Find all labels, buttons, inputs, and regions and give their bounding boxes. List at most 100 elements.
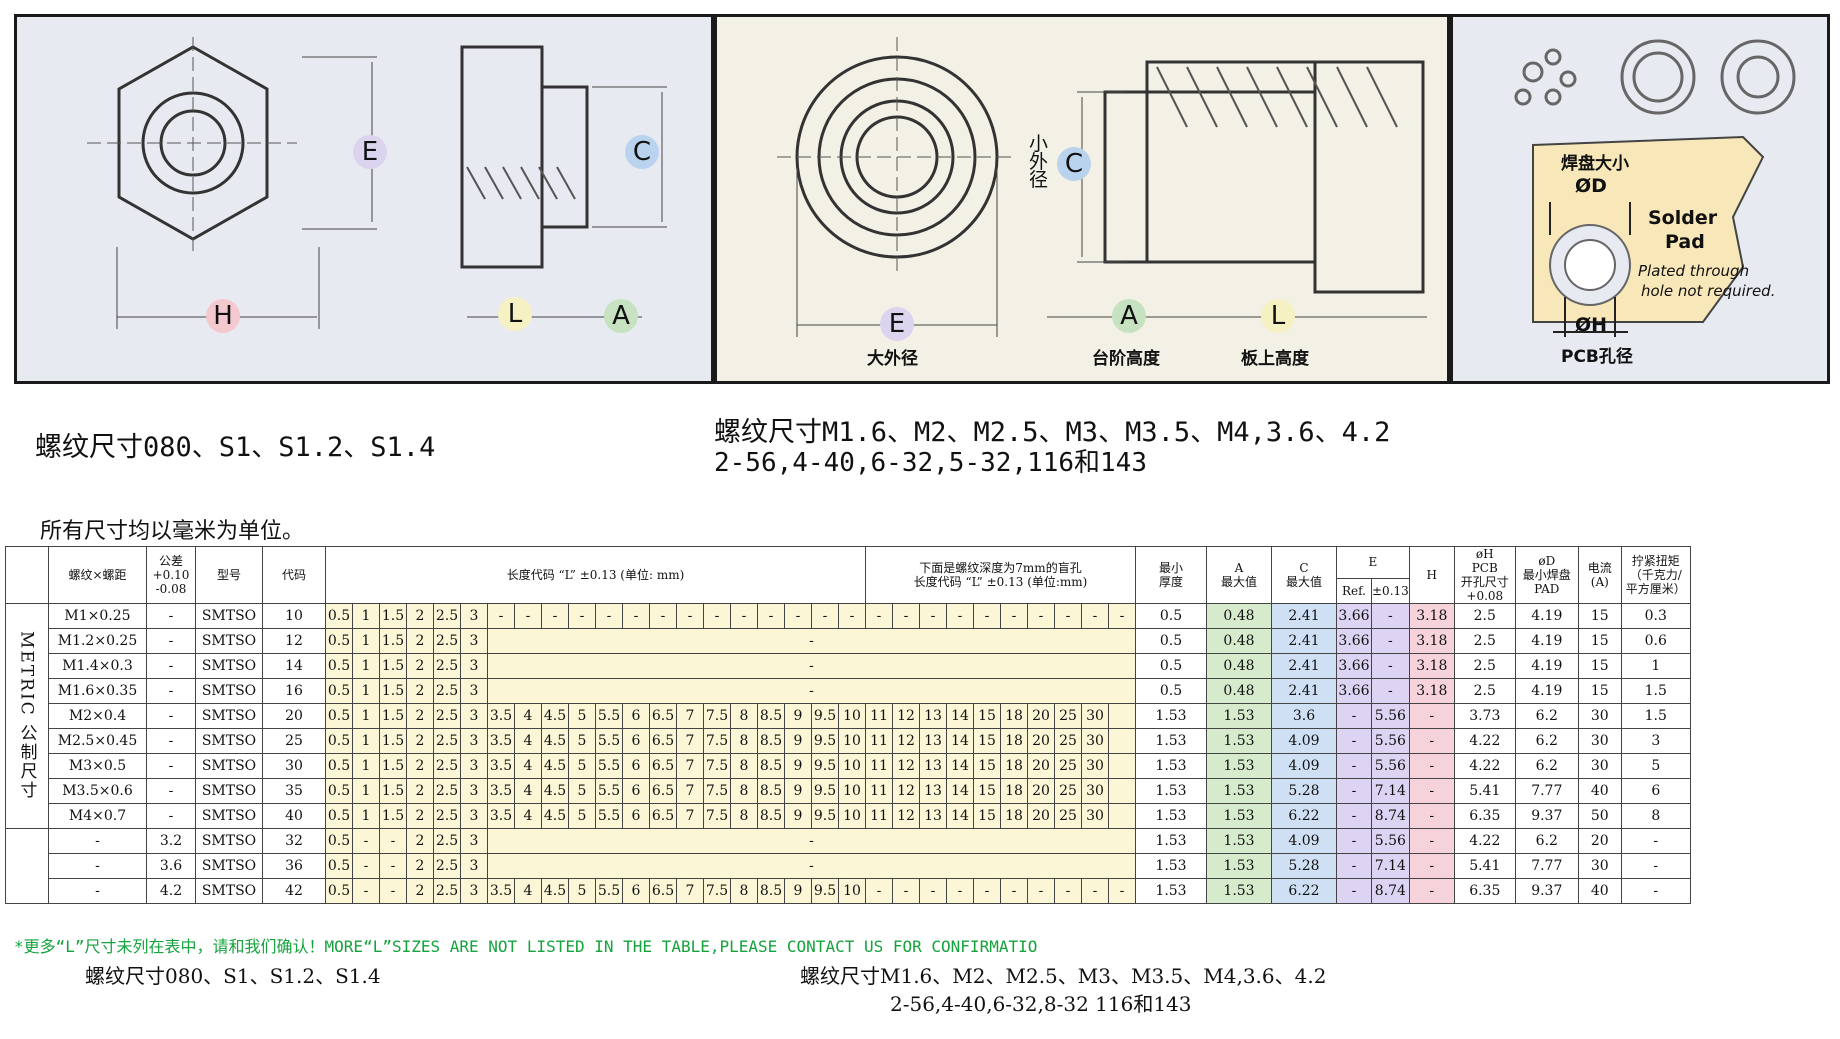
min-thickness-cell: 1.53 xyxy=(1135,753,1207,779)
length-cell: 0.5 xyxy=(325,678,353,704)
length-cell: 4.5 xyxy=(541,703,569,729)
length-cell: 6 xyxy=(622,703,650,729)
e-ref-cell: 3.66 xyxy=(1336,603,1372,629)
length-cell: 1 xyxy=(352,778,380,804)
length-cell: 5 xyxy=(568,703,596,729)
length-cell: - xyxy=(622,603,650,629)
current-cell: 15 xyxy=(1577,678,1622,704)
e-tol-cell: 5.56 xyxy=(1371,728,1410,754)
length-cell: 0.5 xyxy=(325,728,353,754)
blind-length-cell: 30 xyxy=(1081,703,1109,729)
length-cell: - xyxy=(379,828,407,854)
length-cell: - xyxy=(352,853,380,879)
col-c: C 最大值 xyxy=(1271,546,1337,604)
code-cell: 35 xyxy=(262,778,326,804)
length-cell: 5.5 xyxy=(595,703,623,729)
length-cell: 8 xyxy=(730,703,758,729)
length-cell: 7 xyxy=(676,778,704,804)
a-max-cell: 1.53 xyxy=(1206,828,1272,854)
blind-length-cell: - xyxy=(1054,878,1082,904)
oh-cell: 4.22 xyxy=(1453,728,1516,754)
code-cell: 36 xyxy=(262,853,326,879)
blind-length-cell xyxy=(1108,728,1136,754)
a-max-cell: 0.48 xyxy=(1206,628,1272,654)
blind-length-cell: - xyxy=(946,878,974,904)
torque-cell: - xyxy=(1620,828,1691,854)
length-cell: 9 xyxy=(784,803,812,829)
min-thickness-cell: 1.53 xyxy=(1135,803,1207,829)
label-c-bubble: C xyxy=(1057,147,1091,181)
length-cell: 5.5 xyxy=(595,728,623,754)
length-cell: 1 xyxy=(352,603,380,629)
blind-length-cell: 30 xyxy=(1081,728,1109,754)
length-cell: 4 xyxy=(514,703,542,729)
round-standoff-diagram: C 小 外 径 E 大外径 A 台阶高度 L 板上高度 xyxy=(714,14,1450,384)
od-cell: 4.19 xyxy=(1514,628,1579,654)
od-cell: 7.77 xyxy=(1514,778,1579,804)
blind-length-cell: 13 xyxy=(919,778,947,804)
thread-cell: - xyxy=(48,878,147,904)
code-cell: 20 xyxy=(262,703,326,729)
blind-length-cell: 15 xyxy=(973,778,1001,804)
oh-cell: 3.73 xyxy=(1453,703,1516,729)
length-cell: 8.5 xyxy=(757,803,785,829)
length-cell: 3 xyxy=(460,828,488,854)
length-cell: - xyxy=(379,878,407,904)
current-cell: 15 xyxy=(1577,628,1622,654)
length-cell: 4 xyxy=(514,753,542,779)
code-cell: 25 xyxy=(262,728,326,754)
a-max-cell: 1.53 xyxy=(1206,728,1272,754)
length-cell: 3.5 xyxy=(487,703,515,729)
length-cell: 6.5 xyxy=(649,703,677,729)
a-max-cell: 1.53 xyxy=(1206,778,1272,804)
length-cell: 10 xyxy=(838,803,866,829)
c-max-cell: 4.09 xyxy=(1271,728,1337,754)
length-cell: 3 xyxy=(460,703,488,729)
tolerance-cell: - xyxy=(146,803,196,829)
length-cell: 0.5 xyxy=(325,653,353,679)
code-cell: 40 xyxy=(262,803,326,829)
length-cell: 5 xyxy=(568,878,596,904)
col-length: 长度代码 “L” ±0.13 (单位: mm) xyxy=(325,546,866,604)
length-cell: 2.5 xyxy=(433,778,461,804)
length-cell: - xyxy=(811,603,839,629)
current-cell: 30 xyxy=(1577,753,1622,779)
length-cell: 1 xyxy=(352,803,380,829)
length-cell: 1 xyxy=(352,728,380,754)
blind-length-cell: - xyxy=(892,603,920,629)
od-cell: 6.2 xyxy=(1514,753,1579,779)
col-min-thickness: 最小 厚度 xyxy=(1135,546,1207,604)
length-cell: 0.5 xyxy=(325,703,353,729)
c-max-cell: 3.6 xyxy=(1271,703,1337,729)
col-tolerance: 公差 +0.10 -0.08 xyxy=(146,546,196,604)
blind-line1: 下面是螺纹深度为7mm的盲孔 xyxy=(919,561,1082,575)
blind-length-cell: 11 xyxy=(865,728,893,754)
length-cell: 1 xyxy=(352,753,380,779)
min-thickness-cell: 0.5 xyxy=(1135,678,1207,704)
min-thickness-cell: 0.5 xyxy=(1135,628,1207,654)
min-thickness-cell: 1.53 xyxy=(1135,853,1207,879)
e-ref-cell: - xyxy=(1336,853,1372,879)
a-max-cell: 0.48 xyxy=(1206,678,1272,704)
length-cell: - xyxy=(487,603,515,629)
torque-cell: 3 xyxy=(1620,728,1691,754)
caption-right-line2: 2-56,4-40,6-32,5-32,116和143 xyxy=(714,448,1147,478)
h-cell: 3.18 xyxy=(1408,653,1455,679)
length-cell: 2 xyxy=(406,753,434,779)
col-model: 型号 xyxy=(195,546,263,604)
caption-left: 螺纹尺寸080、S1、S1.2、S1.4 xyxy=(35,432,436,463)
length-cell: 8 xyxy=(730,778,758,804)
torque-cell: 1.5 xyxy=(1620,678,1691,704)
length-cell: 4 xyxy=(514,728,542,754)
code-cell: 32 xyxy=(262,828,326,854)
blind-length-cell xyxy=(1108,778,1136,804)
oh-cell: 2.5 xyxy=(1453,603,1516,629)
length-cell: 6 xyxy=(622,803,650,829)
c-max-cell: 2.41 xyxy=(1271,603,1337,629)
oh-cell: 2.5 xyxy=(1453,628,1516,654)
tolerance-cell: - xyxy=(146,678,196,704)
length-cell: 2 xyxy=(406,628,434,654)
blind-length-cell: 25 xyxy=(1054,803,1082,829)
length-cell: - xyxy=(784,603,812,629)
